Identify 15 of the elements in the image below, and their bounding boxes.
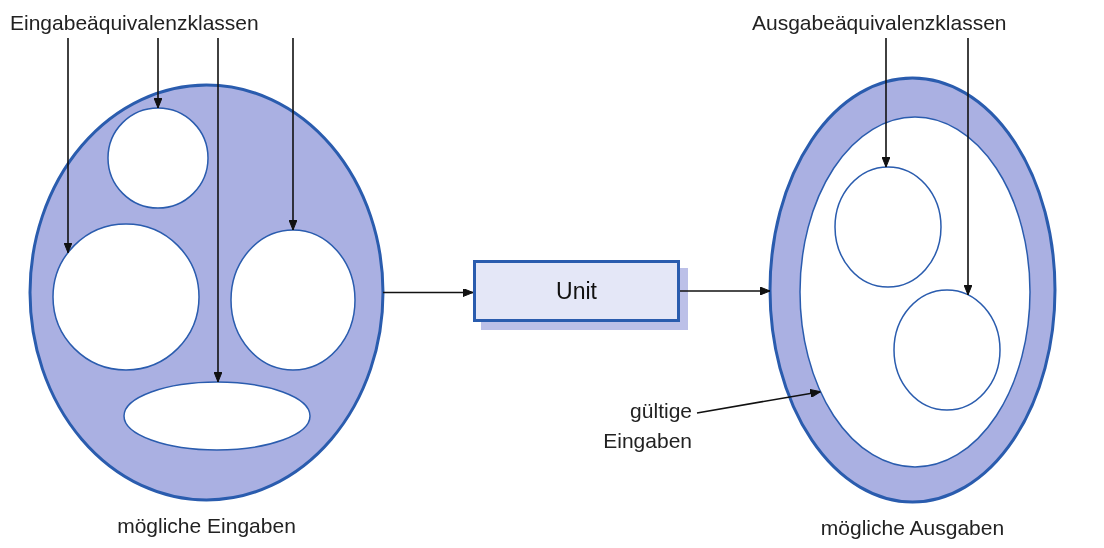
arrow — [963, 37, 973, 296]
heading-label: Ausgabeäquivalenzklassen — [752, 10, 1008, 36]
arrow — [881, 37, 891, 168]
arrow — [63, 37, 73, 254]
region-caption: mögliche Eingaben — [117, 514, 296, 538]
heading-label: Eingabeäquivalenzklassen — [10, 10, 260, 36]
annotation-text: gültige Eingaben — [602, 398, 692, 454]
arrow — [382, 288, 474, 297]
arrow — [153, 37, 163, 109]
arrow — [679, 286, 771, 296]
process-box: Unit — [473, 260, 680, 322]
region-caption: mögliche Ausgaben — [820, 516, 1005, 540]
arrow — [288, 37, 298, 231]
leader-line — [696, 388, 822, 414]
arrow — [213, 37, 223, 383]
